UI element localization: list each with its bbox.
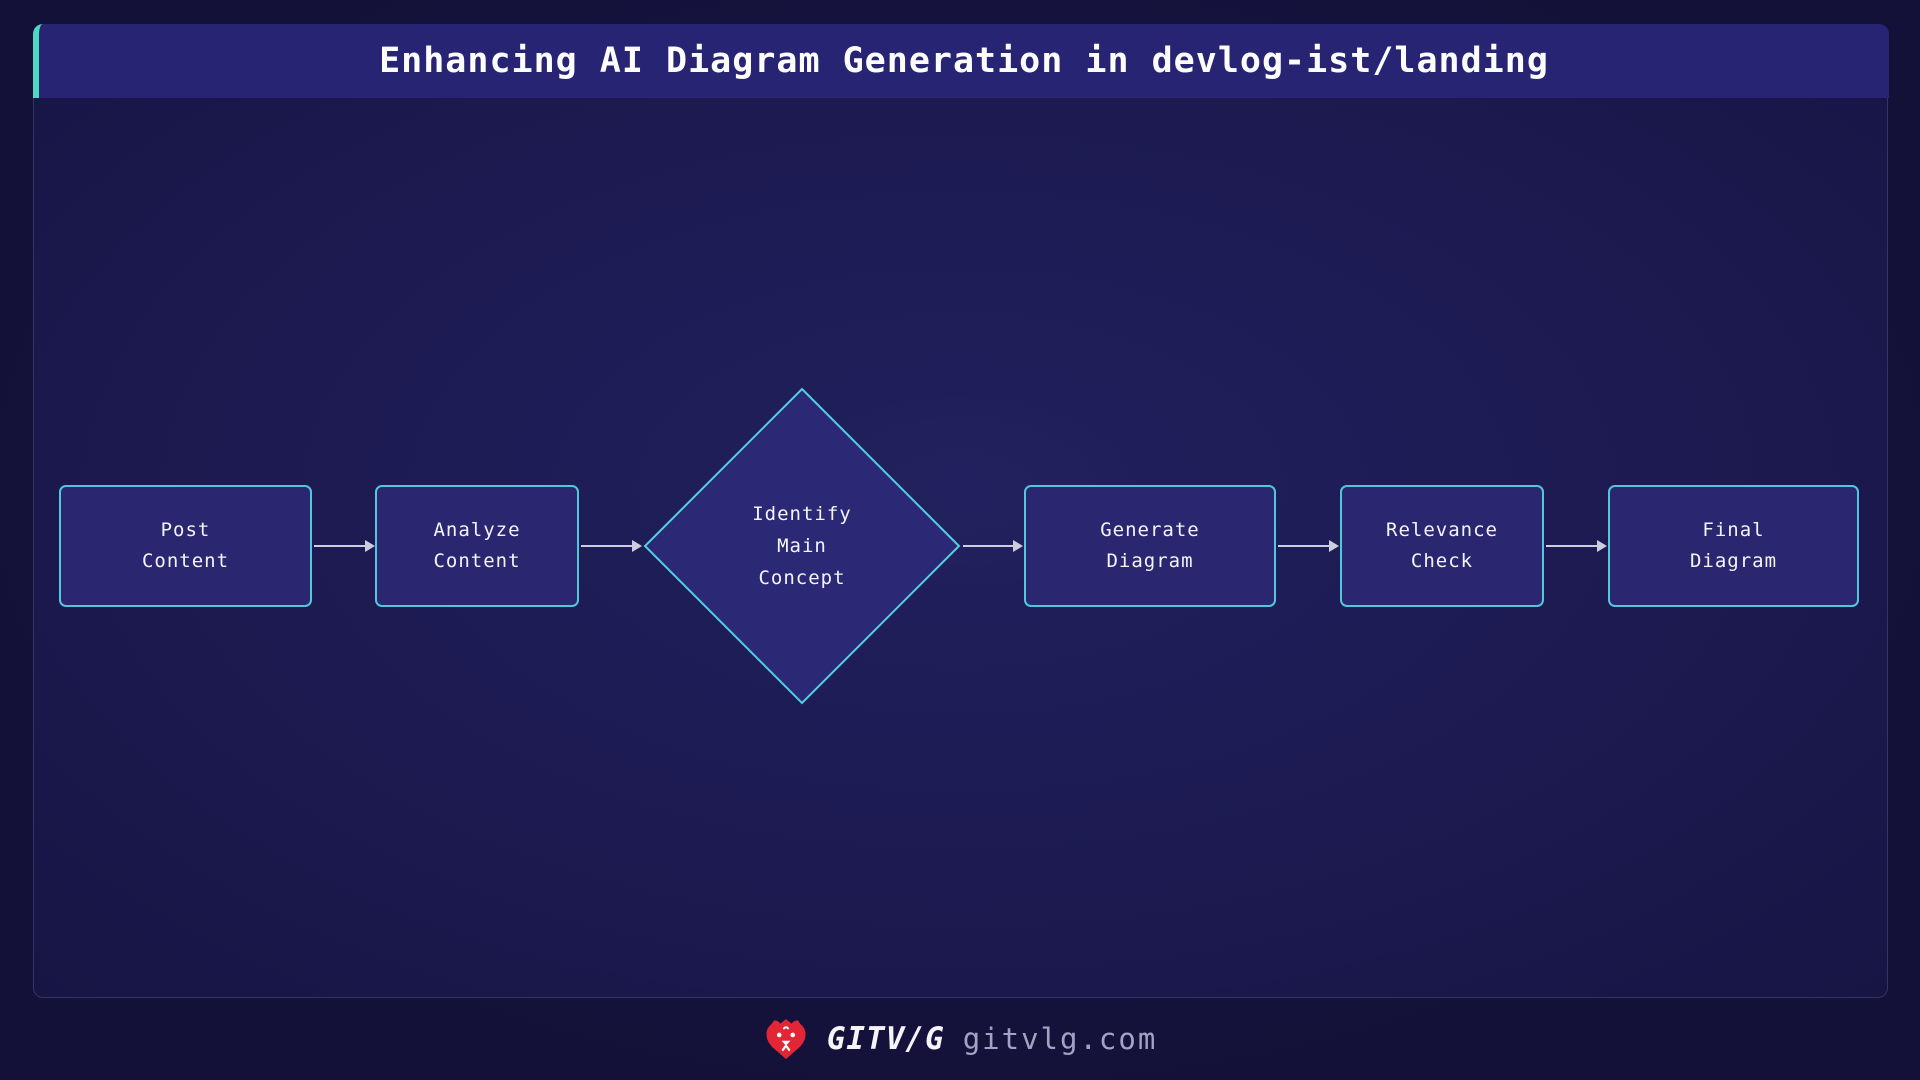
node-label-line: Post xyxy=(160,519,211,541)
flow-arrow-icon xyxy=(314,537,375,555)
brand-logo-text: GITV/G xyxy=(826,1021,945,1057)
flow-arrow-icon xyxy=(581,537,642,555)
node-label-line: Identify xyxy=(752,503,852,525)
node-label-line: Generate xyxy=(1100,519,1200,541)
node-label-line: Check xyxy=(1410,550,1474,572)
page-title: Enhancing AI Diagram Generation in devlo… xyxy=(379,41,1549,81)
flow-node-relevance-check: Relevance Check xyxy=(1340,485,1544,607)
diagram-header: Enhancing AI Diagram Generation in devlo… xyxy=(33,24,1889,98)
node-label-line: Diagram xyxy=(1106,550,1194,572)
flow-arrow-icon xyxy=(1278,537,1339,555)
brand-url: gitvlg.com xyxy=(962,1022,1158,1056)
node-label-line: Concept xyxy=(758,567,846,589)
lion-icon xyxy=(763,1016,809,1062)
node-label-line: Relevance xyxy=(1386,519,1498,541)
node-label-line: Content xyxy=(433,550,521,572)
node-label-line: Diagram xyxy=(1689,550,1778,572)
diamond-shape-icon xyxy=(643,387,961,705)
flow-node-post-content: Post Content xyxy=(59,485,312,607)
node-label-line: Content xyxy=(141,550,230,572)
node-label-line: Final xyxy=(1702,519,1765,541)
flow-node-identify-main-concept: Identify Main Concept xyxy=(643,387,961,705)
flow-arrow-icon xyxy=(1546,537,1607,555)
node-label-line: Main xyxy=(777,535,827,557)
flow-node-final-diagram: Final Diagram xyxy=(1608,485,1859,607)
node-label-line: Analyze xyxy=(433,519,521,541)
diamond-label: Identify Main Concept xyxy=(643,387,961,705)
flow-node-analyze-content: Analyze Content xyxy=(375,485,579,607)
footer-watermark: GITV/G gitvlg.com xyxy=(0,998,1920,1080)
diagram-panel: Enhancing AI Diagram Generation in devlo… xyxy=(33,24,1889,998)
flow-arrow-icon xyxy=(963,537,1023,555)
flow-node-generate-diagram: Generate Diagram xyxy=(1024,485,1276,607)
